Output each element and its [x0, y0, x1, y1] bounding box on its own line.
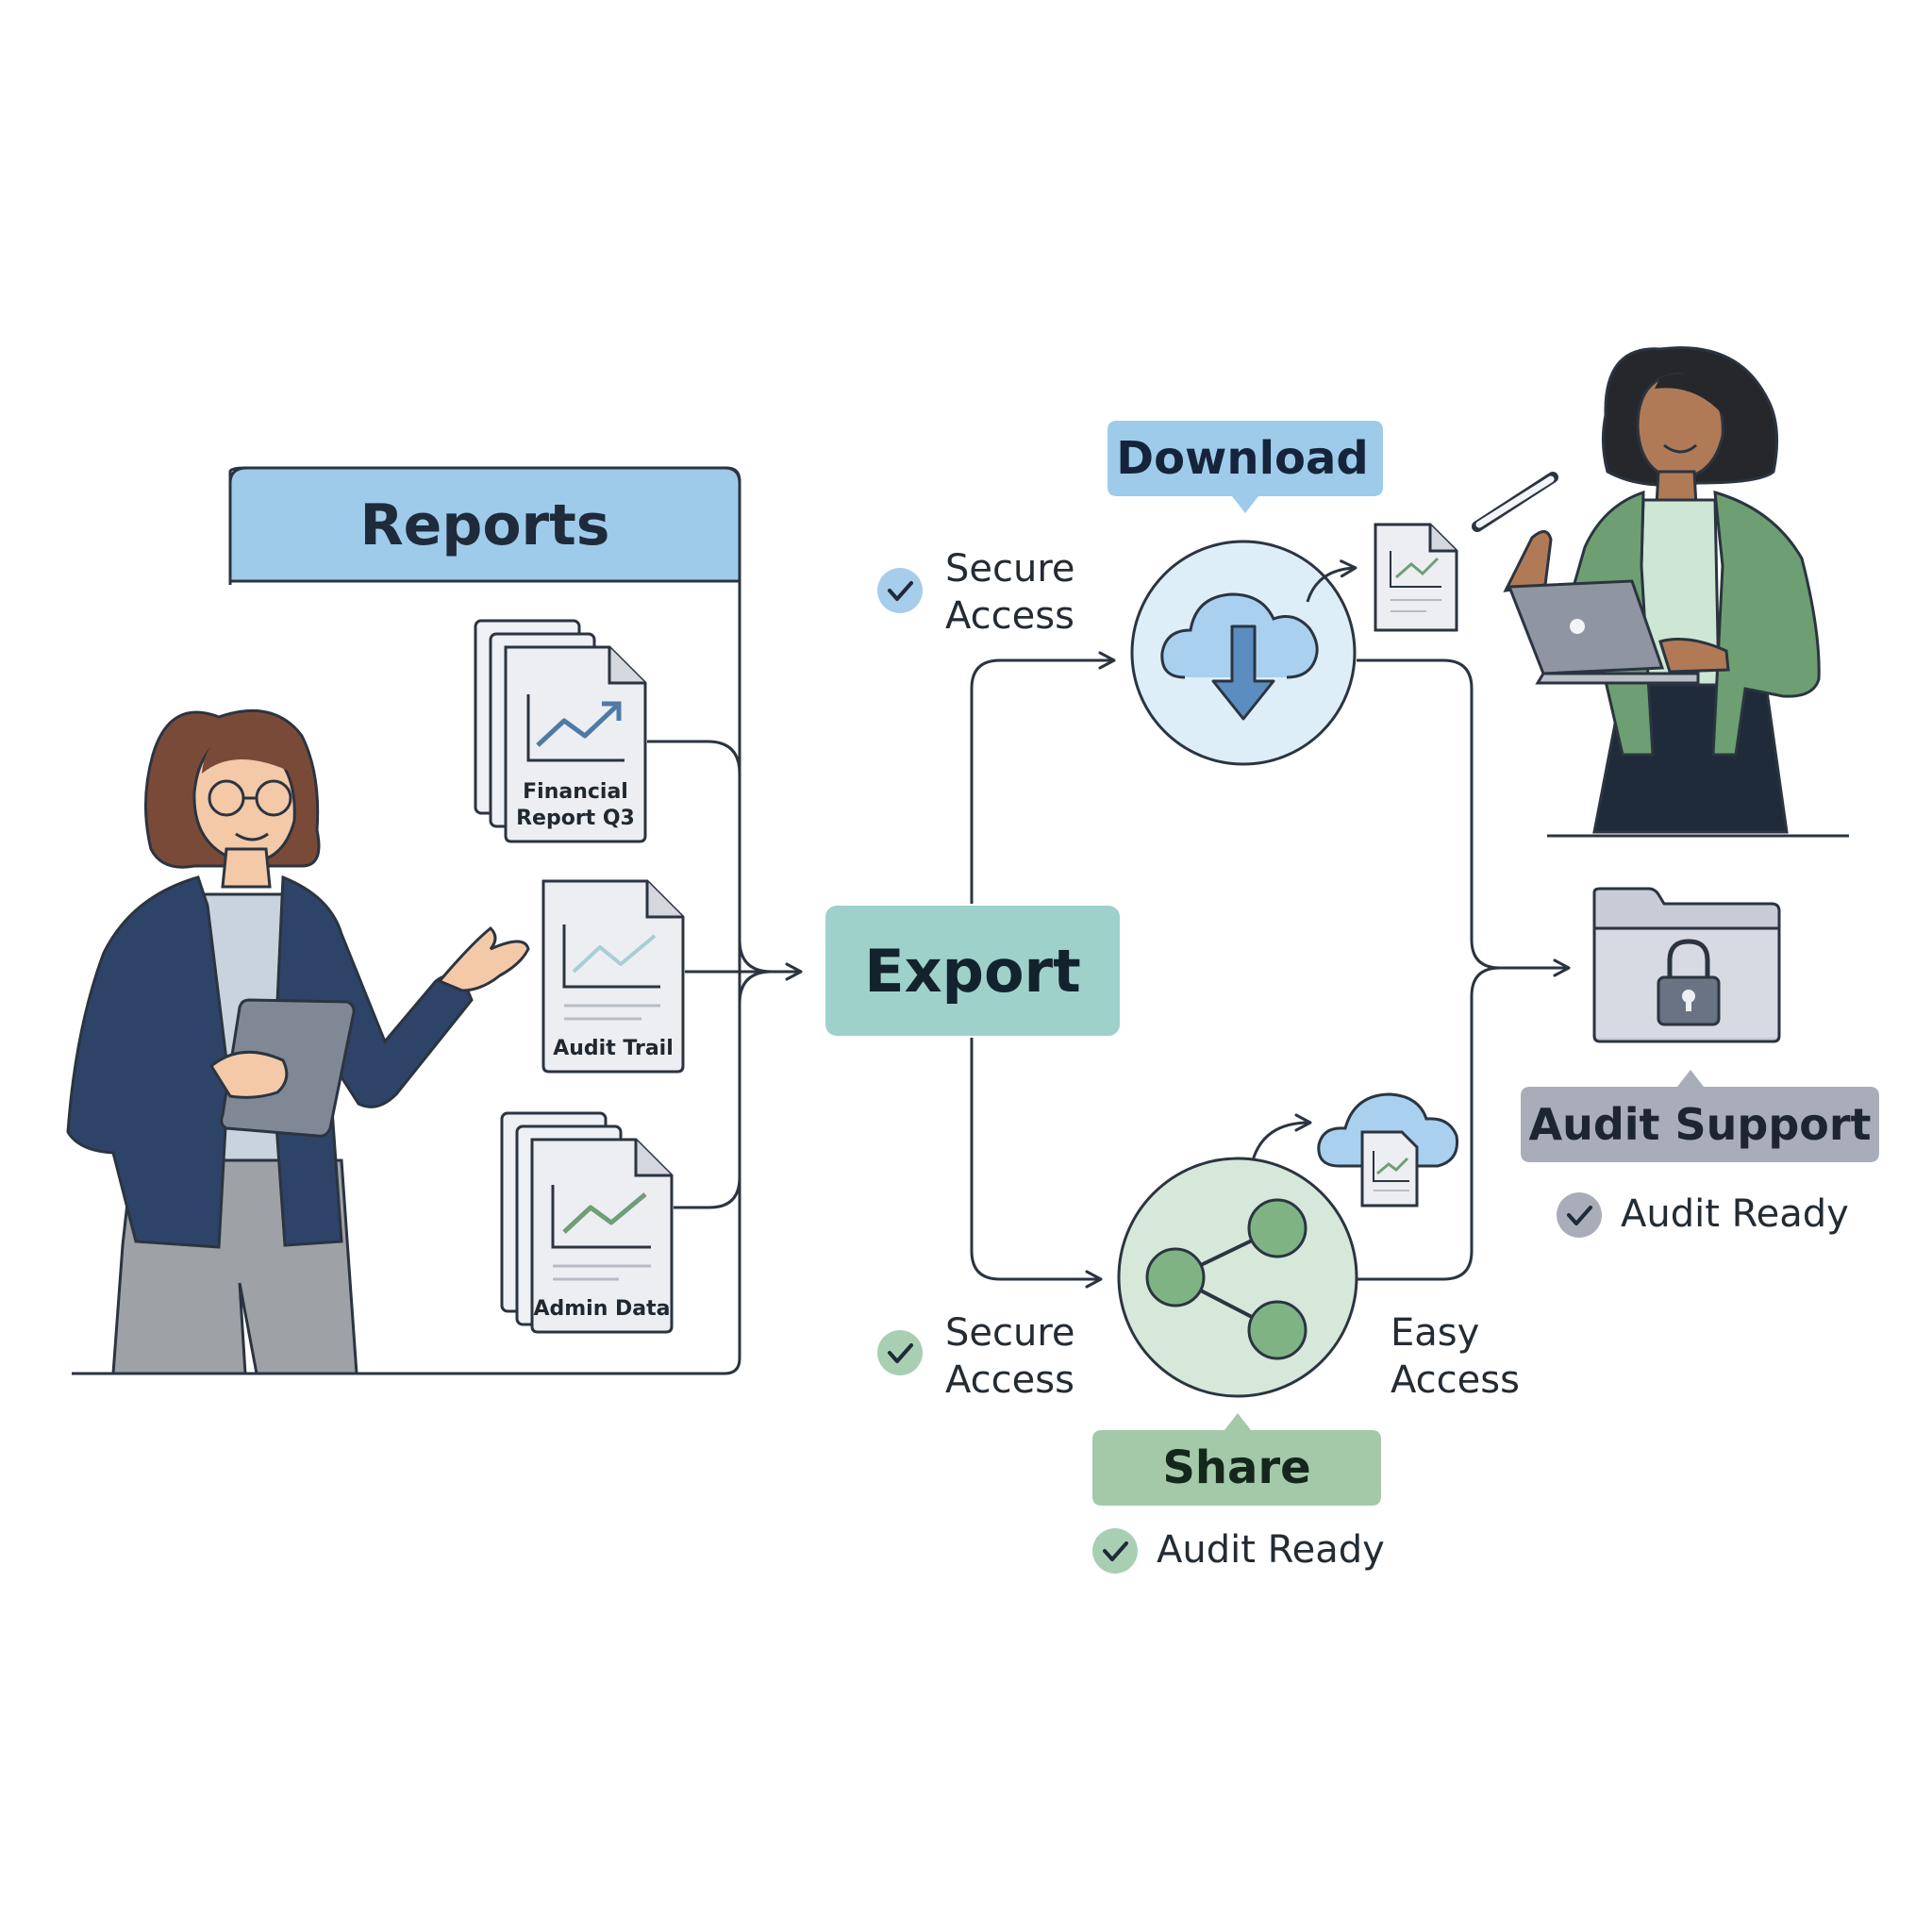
- audit-support-label[interactable]: Audit Support: [1528, 1099, 1872, 1150]
- export-label[interactable]: Export: [864, 936, 1081, 1006]
- trend-line-green-icon: [551, 1185, 651, 1281]
- share-circle[interactable]: [1117, 1157, 1358, 1398]
- audit-status: Audit Ready: [1621, 1192, 1849, 1236]
- document-admin-data[interactable]: [500, 1111, 674, 1334]
- check-icon-download: [877, 568, 923, 613]
- connectors-to-audit: [1357, 658, 1571, 1281]
- easy-access-note: Easy Access: [1391, 1309, 1520, 1404]
- reports-panel: [72, 466, 741, 1375]
- cloud-download-icon: [1160, 592, 1319, 721]
- document-label-audit-trail: Audit Trail: [553, 1037, 674, 1060]
- document-financial-report[interactable]: [474, 619, 647, 843]
- document-audit-trail[interactable]: [541, 879, 685, 1074]
- audit-support-bubble: [1521, 1070, 1879, 1162]
- connectors-to-export: [647, 740, 803, 1209]
- trend-up-icon: [526, 694, 625, 762]
- document-label-financial: Financial Report Q3: [506, 779, 645, 832]
- download-note-line2: Access: [945, 594, 1074, 638]
- reviewer-illustration: [1472, 346, 1849, 838]
- financial-label-line2: Report Q3: [516, 807, 635, 830]
- download-circle[interactable]: [1130, 540, 1357, 766]
- download-label[interactable]: Download: [1116, 432, 1369, 485]
- share-note-line2: Access: [945, 1358, 1074, 1402]
- cloud-document-icon: [1251, 1092, 1459, 1208]
- easy-access-line2: Access: [1391, 1358, 1520, 1402]
- download-note: Secure Access: [945, 545, 1075, 640]
- check-icon-audit: [1557, 1192, 1602, 1238]
- share-bubble: [1092, 1413, 1381, 1506]
- check-icon-share-status: [1092, 1528, 1138, 1574]
- document-label-admin-data: Admin Data: [533, 1297, 671, 1321]
- downloaded-document: [1306, 523, 1458, 632]
- connectors-from-export: [970, 651, 1116, 1289]
- reports-header: [228, 466, 741, 583]
- download-note-line1: Secure: [945, 547, 1075, 591]
- easy-access-line1: Easy: [1391, 1311, 1480, 1355]
- financial-label-line1: Financial: [523, 780, 628, 804]
- reports-title: Reports: [359, 492, 610, 558]
- check-icon-share: [877, 1330, 923, 1375]
- download-bubble: [1108, 421, 1383, 513]
- share-label[interactable]: Share: [1162, 1441, 1311, 1494]
- share-status: Audit Ready: [1157, 1528, 1385, 1572]
- share-note-line1: Secure: [945, 1311, 1075, 1355]
- trend-line-icon: [562, 924, 660, 1021]
- export-box[interactable]: [825, 906, 1120, 1036]
- share-network-icon: [1145, 1198, 1307, 1360]
- share-note: Secure Access: [945, 1309, 1075, 1404]
- locked-folder-icon[interactable]: [1592, 887, 1781, 1043]
- presenter-illustration: [66, 708, 530, 1375]
